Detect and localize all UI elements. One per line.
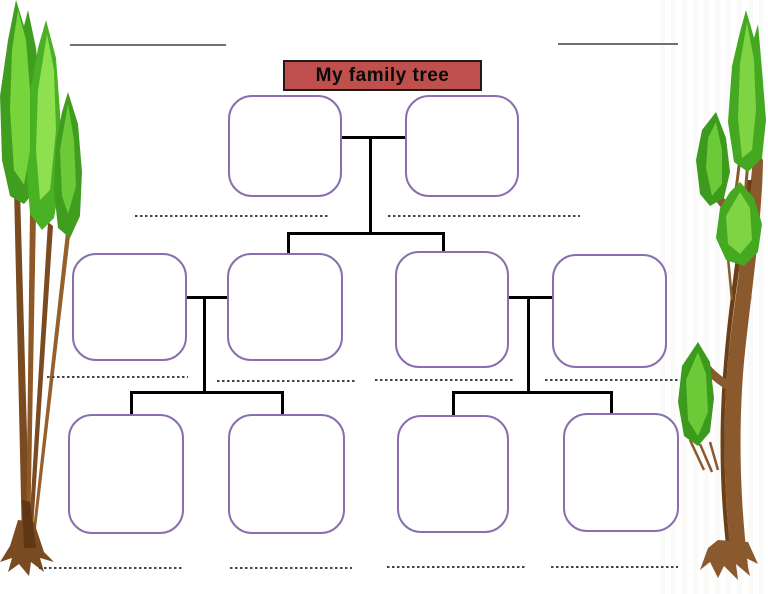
name-line-grandparent-2[interactable] [388,215,580,217]
name-line-parent-4[interactable] [545,379,678,381]
family-box-parent-1[interactable] [72,253,187,361]
family-box-grandparent-2[interactable] [405,95,519,197]
name-line-child-2[interactable] [230,567,352,569]
family-box-child-2[interactable] [228,414,345,534]
tree-illustration-right [678,10,766,580]
header-blank-line-right[interactable] [558,43,678,45]
header-blank-line-left[interactable] [70,44,226,46]
connector-to-parent-3 [442,232,445,251]
family-box-parent-3[interactable] [395,251,509,368]
connector-to-parent-2 [287,232,290,253]
name-line-grandparent-1[interactable] [135,215,330,217]
connector-to-child-1 [130,391,133,414]
connector-to-child-3 [452,391,455,415]
family-box-parent-2[interactable] [227,253,343,361]
name-line-child-1[interactable] [39,567,182,569]
family-box-child-4[interactable] [563,413,679,532]
name-line-parent-3[interactable] [375,379,515,381]
name-line-child-4[interactable] [551,566,678,568]
tree-illustration-left [0,0,82,576]
title-banner: My family tree [283,60,482,91]
name-line-child-3[interactable] [387,566,527,568]
connector-left-down [203,296,206,393]
name-line-parent-1[interactable] [47,376,188,378]
connector-to-child-4 [610,391,613,413]
page-title: My family tree [315,64,450,86]
family-box-parent-4[interactable] [552,254,667,368]
connector-grandparents-down [369,136,372,232]
connector-right-bar [452,391,613,394]
connector-right-down [527,296,530,393]
connector-grandparents-bar [288,232,445,235]
family-box-child-1[interactable] [68,414,184,534]
family-box-child-3[interactable] [397,415,509,533]
family-box-grandparent-1[interactable] [228,95,342,197]
connector-to-child-2 [281,391,284,414]
connector-left-bar [131,391,283,394]
name-line-parent-2[interactable] [217,380,357,382]
